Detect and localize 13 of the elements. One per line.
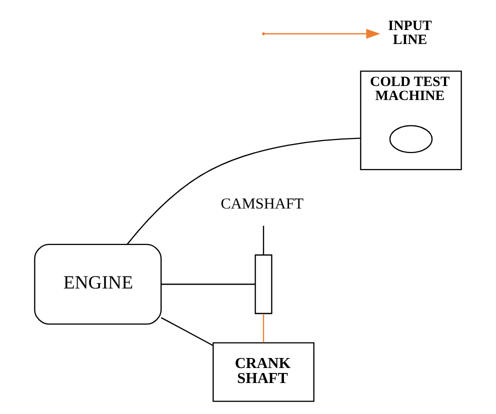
node-box: CRANK SHAFT	[212, 342, 314, 402]
connector	[262, 226, 264, 255]
connector	[161, 284, 256, 285]
node-text: INPUT LINE	[388, 18, 432, 48]
connector	[262, 314, 264, 343]
connector	[160, 317, 214, 346]
connector	[126, 138, 361, 245]
node-ellipse	[389, 125, 433, 154]
node-box: ENGINE	[34, 244, 162, 325]
cluster: COLD TEST MACHINE	[360, 70, 462, 170]
arrow	[264, 28, 380, 39]
node-box	[254, 254, 272, 314]
node-text: CAMSHAFT	[220, 196, 304, 213]
